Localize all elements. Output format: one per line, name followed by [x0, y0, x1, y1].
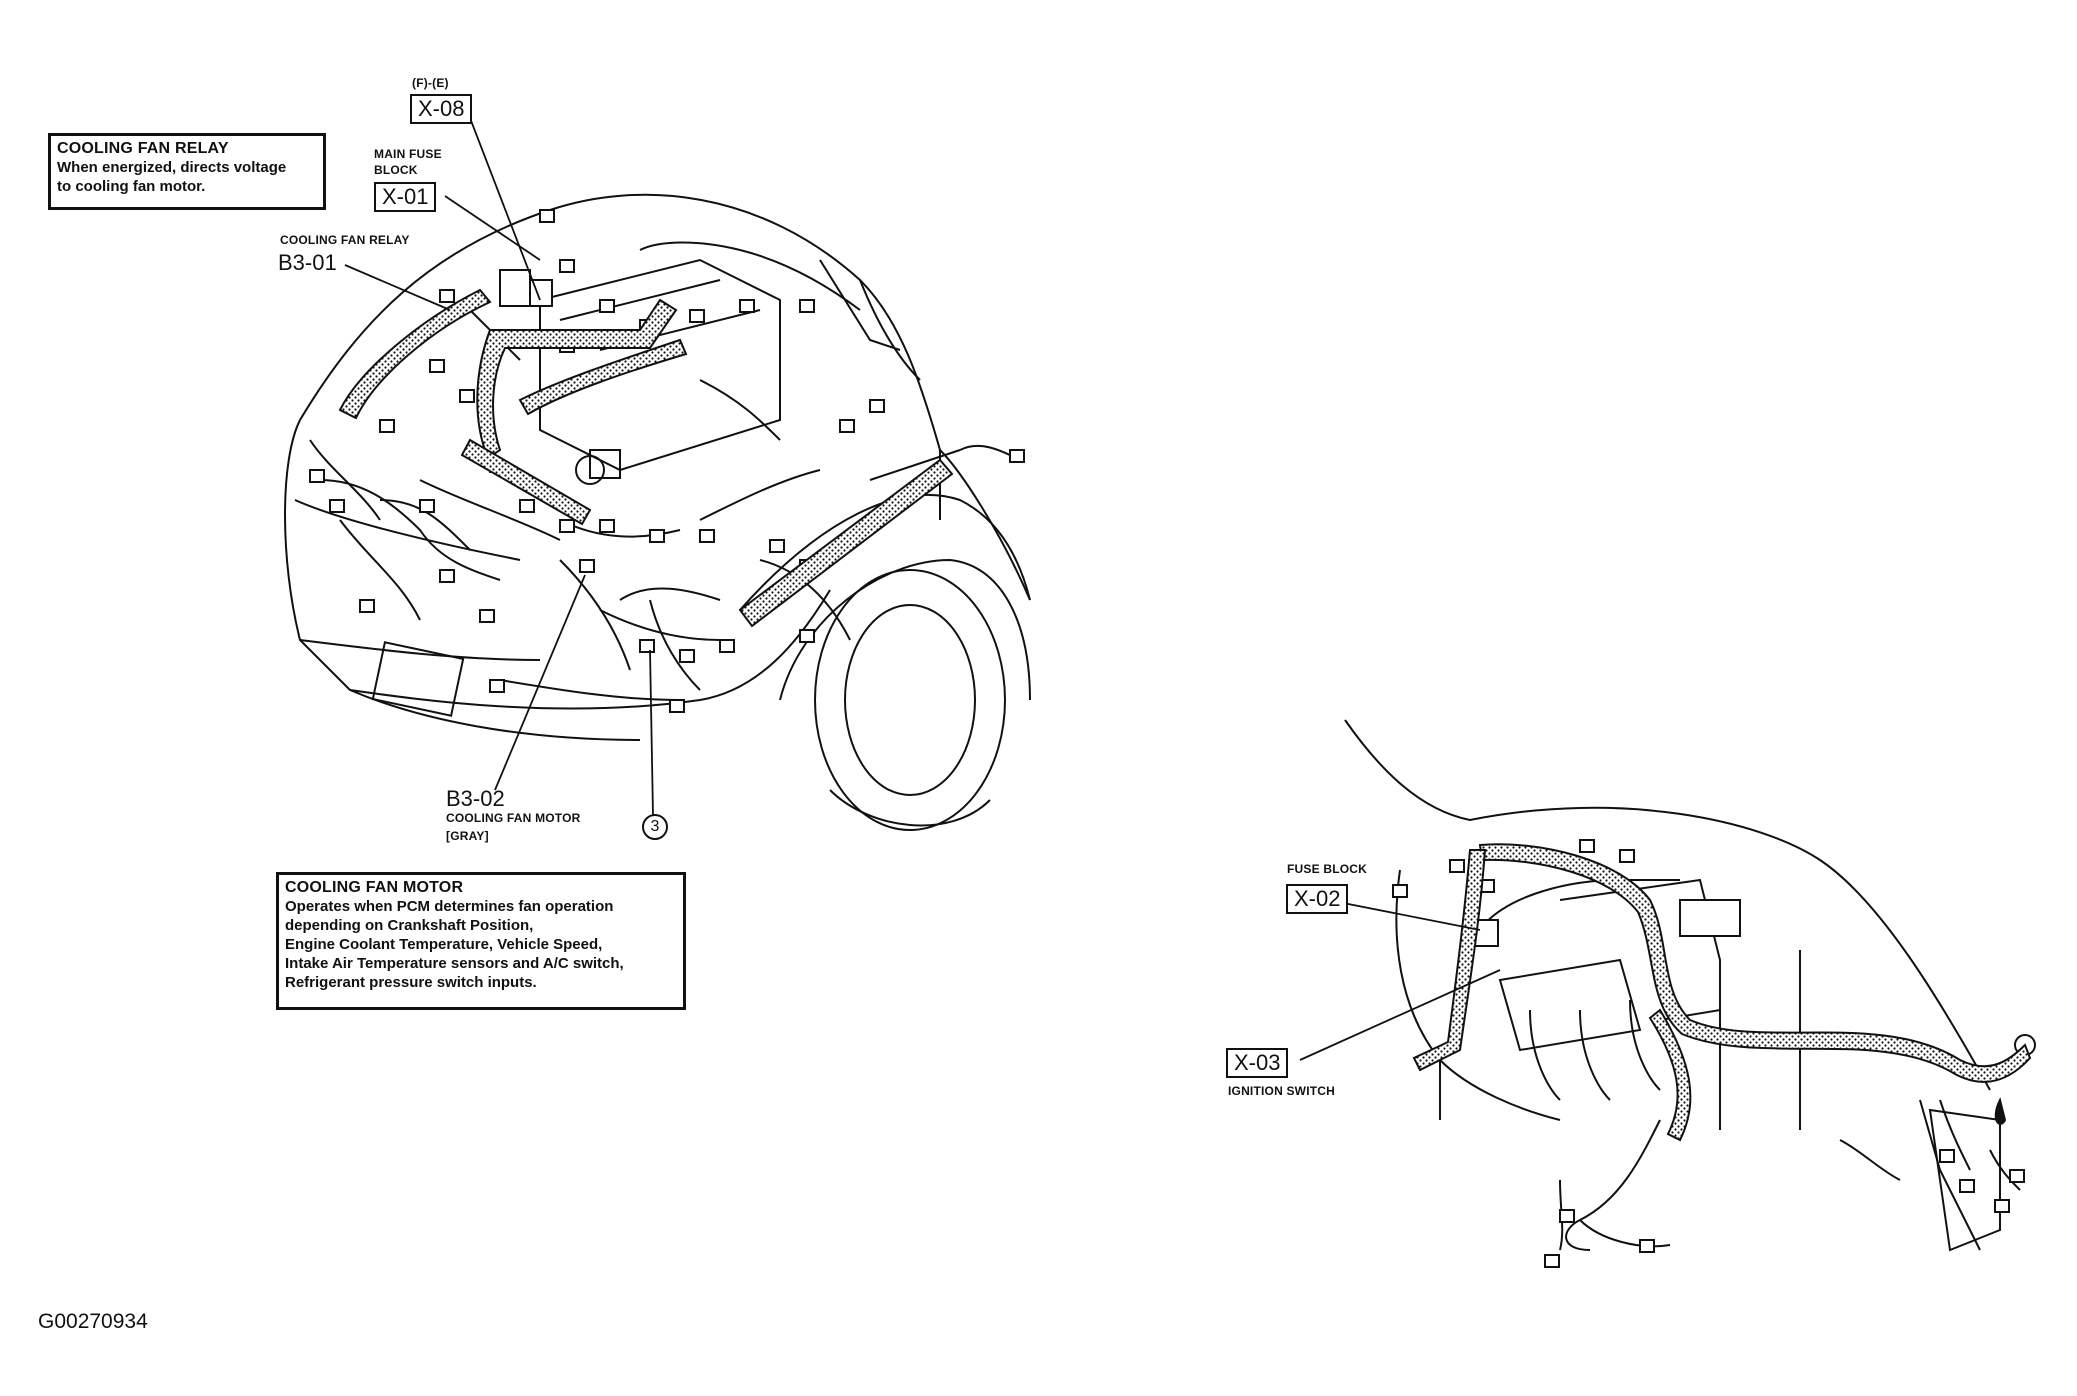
x01-connector-code: X-01 [374, 182, 437, 212]
ground-point-3: 3 [642, 814, 668, 840]
x02-connector-code: X-02 [1286, 884, 1349, 914]
figure-id: G00270934 [38, 1310, 148, 1333]
harness-tubes-left [338, 288, 954, 628]
motor-callout-line-2: depending on Crankshaft Position, [285, 917, 534, 934]
cooling-fan-motor-label: COOLING FAN MOTOR [446, 811, 581, 825]
ignition-switch-label: IGNITION SWITCH [1228, 1084, 1335, 1098]
b302-connector-code: B3-02 [446, 786, 505, 811]
motor-callout-title: COOLING FAN MOTOR [285, 879, 464, 896]
motor-callout-line-4: Intake Air Temperature sensors and A/C s… [285, 955, 624, 972]
leader-lines-right [1299, 899, 1501, 1061]
cooling-fan-relay-label: COOLING FAN RELAY [280, 233, 410, 247]
car-body-outline [299, 193, 941, 520]
relay-callout-title: COOLING FAN RELAY [57, 140, 229, 157]
fuse-block-label: FUSE BLOCK [1287, 862, 1367, 876]
main-fuse-label-line1: MAIN FUSE [374, 147, 442, 161]
main-fuse-label-line2: BLOCK [374, 163, 418, 177]
relay-callout-line-2: to cooling fan motor. [57, 178, 206, 195]
license-plate [371, 641, 465, 717]
harness-tubes-right [1412, 843, 2032, 1142]
b301-connector-code: B3-01 [278, 250, 337, 275]
cooling-fan-motor-callout: COOLING FAN MOTOR Operates when PCM dete… [276, 872, 686, 1010]
relay-callout-line-1: When energized, directs voltage [57, 159, 287, 176]
front-wheel [814, 569, 1006, 831]
gray-color-label: [GRAY] [446, 829, 489, 843]
cooling-fan-relay-callout: COOLING FAN RELAY When energized, direct… [48, 133, 326, 210]
x03-connector-code: X-03 [1226, 1048, 1289, 1078]
x08-connector-code: X-08 [410, 94, 473, 124]
engine-bay-illustration [284, 193, 1031, 831]
motor-callout-line-5: Refrigerant pressure switch inputs. [285, 974, 537, 991]
motor-callout-line-3: Engine Coolant Temperature, Vehicle Spee… [285, 936, 603, 953]
fe-location-label: (F)-(E) [412, 76, 449, 90]
leader-lines-left [344, 117, 654, 816]
motor-callout-line-1: Operates when PCM determines fan operati… [285, 898, 614, 915]
